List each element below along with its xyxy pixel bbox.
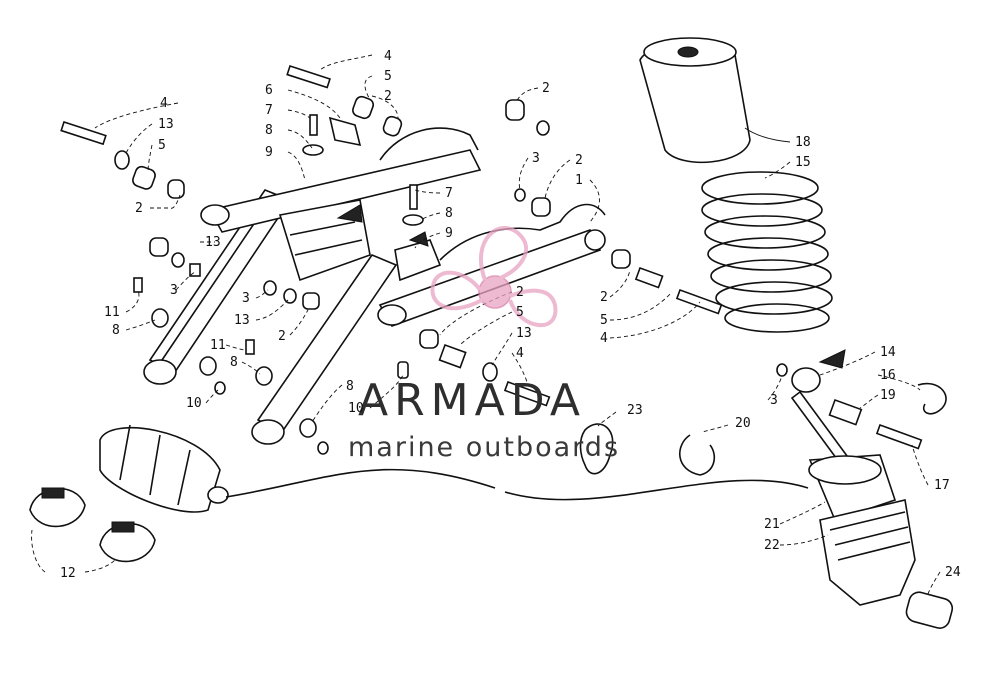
callout-label: 6 <box>265 83 273 98</box>
callout-label: 8 <box>346 379 354 394</box>
callout-label: 8 <box>112 323 120 338</box>
callout-label: 2 <box>135 201 143 216</box>
callout-label: 8 <box>265 123 273 138</box>
callout-label: 1 <box>575 173 583 188</box>
callout-label: 3 <box>532 151 540 166</box>
callout-label: 13 <box>205 235 221 250</box>
callout-label: 2 <box>278 329 286 344</box>
callout-label: 13 <box>516 326 532 341</box>
callout-label: 10 <box>186 396 202 411</box>
callout-label: 3 <box>770 393 778 408</box>
callout-label: 19 <box>880 388 896 403</box>
callout-label: 13 <box>234 313 250 328</box>
callout-label: 2 <box>384 89 392 104</box>
callout-label: 4 <box>516 346 524 361</box>
callout-label: 10 <box>348 401 364 416</box>
callout-label: 2 <box>542 81 550 96</box>
coil-spring <box>701 171 833 333</box>
callout-label: 4 <box>600 331 608 346</box>
propeller-blade-icon <box>478 226 528 281</box>
watermark-subtitle: marine outboards <box>348 432 620 463</box>
callout-label: 3 <box>170 283 178 298</box>
propeller-hub-icon <box>478 275 512 309</box>
callout-label: 24 <box>945 565 961 580</box>
callout-label: 12 <box>60 566 76 581</box>
callout-label: 5 <box>384 69 392 84</box>
leader-lines <box>31 54 941 595</box>
callout-label: 13 <box>158 117 174 132</box>
callout-label: 16 <box>880 368 896 383</box>
callout-label: 20 <box>735 416 751 431</box>
callout-label: 4 <box>384 49 392 64</box>
callout-label: 11 <box>104 305 120 320</box>
hardware-parts <box>60 64 723 455</box>
watermark-logo <box>430 226 558 328</box>
callout-label: 18 <box>795 135 811 150</box>
callout-label: 22 <box>764 538 780 553</box>
watermark-title: ARMADA <box>358 375 586 426</box>
callout-labels: 4 5 2 2 6 7 8 9 4 13 5 2 13 3 11 8 3 2 1… <box>60 49 961 581</box>
callout-label: 7 <box>265 103 273 118</box>
callout-label: 5 <box>516 305 524 320</box>
callout-label: 21 <box>764 517 780 532</box>
callout-label: 2 <box>600 290 608 305</box>
callout-label: 11 <box>210 338 226 353</box>
shock-assembly <box>639 37 954 629</box>
callout-label: 14 <box>880 345 896 360</box>
callout-label: 23 <box>627 403 643 418</box>
callout-label: 4 <box>160 96 168 111</box>
callout-label: 2 <box>575 153 583 168</box>
callout-label: 17 <box>934 478 950 493</box>
callout-label: 5 <box>600 313 608 328</box>
callout-label: 9 <box>445 226 453 241</box>
callout-label: 3 <box>242 291 250 306</box>
callout-label: 2 <box>516 285 524 300</box>
callout-label: 15 <box>795 155 811 170</box>
reservoir-assembly <box>29 423 809 563</box>
callout-label: 5 <box>158 138 166 153</box>
front-arm-assembly <box>143 127 482 445</box>
callout-label: 7 <box>445 186 453 201</box>
callout-label: 9 <box>265 145 273 160</box>
callout-label: 8 <box>445 206 453 221</box>
callout-label: 8 <box>230 355 238 370</box>
